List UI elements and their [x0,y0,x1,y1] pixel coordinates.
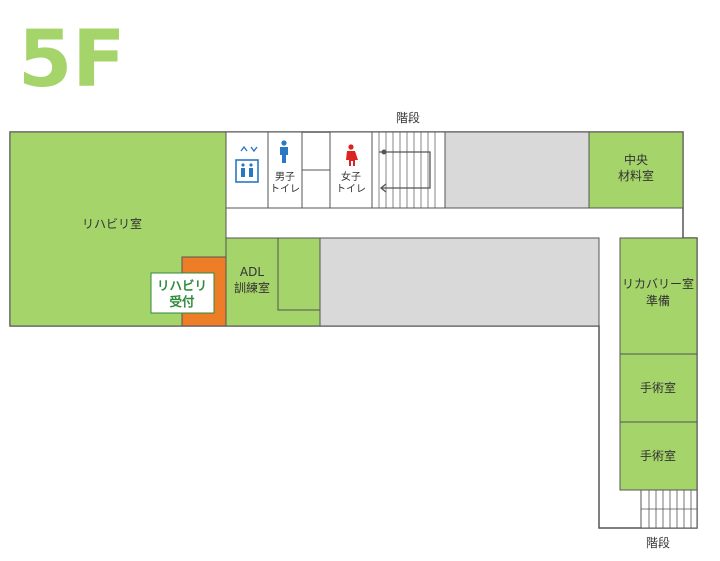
room-rehab-label: リハビリ室 [82,216,142,231]
reception-label-2: 受付 [169,294,195,309]
corridor-line [226,207,683,528]
female-toilet-label-2: トイレ [336,184,366,195]
room-adl-label-2: 訓練室 [234,280,270,295]
stairs-top-label: 階段 [396,110,420,125]
female-toilet[interactable] [329,131,373,209]
room-recovery-prep[interactable] [619,237,698,355]
stairs-bottom-label: 階段 [646,535,670,550]
elevator[interactable] [225,131,269,209]
room-central-supply-label-2: 材料室 [618,168,654,183]
room-central-supply-label-1: 中央 [624,152,648,167]
reception-label-1: リハビリ [157,278,207,293]
room-operating-1-label: 手術室 [640,380,676,395]
area-restricted-upper [444,131,590,209]
room-operating-1[interactable] [619,353,698,423]
room-operating-2-label: 手術室 [640,448,676,463]
room-recovery-prep-label-2: 準備 [646,293,670,308]
stairs-bottom[interactable] [640,489,698,529]
male-toilet-label-2: トイレ [270,184,300,195]
female-icon [346,144,358,166]
reception-label-box[interactable] [150,272,215,314]
male-toilet-label-1: 男子 [275,171,295,183]
female-toilet-label-1: 女子 [341,170,361,183]
room-adl-label-1: ADL [240,265,264,279]
room-recovery-prep-label-1: リカバリー室 [622,276,694,291]
stairs-top[interactable] [371,131,446,209]
male-icon [280,140,288,163]
adl-inner-block [277,237,321,311]
area-restricted-lower [319,237,600,327]
elevator-icon [235,145,259,183]
floor-title: 5F [18,15,126,105]
male-toilet[interactable] [267,131,303,209]
room-central-supply[interactable] [588,131,684,209]
